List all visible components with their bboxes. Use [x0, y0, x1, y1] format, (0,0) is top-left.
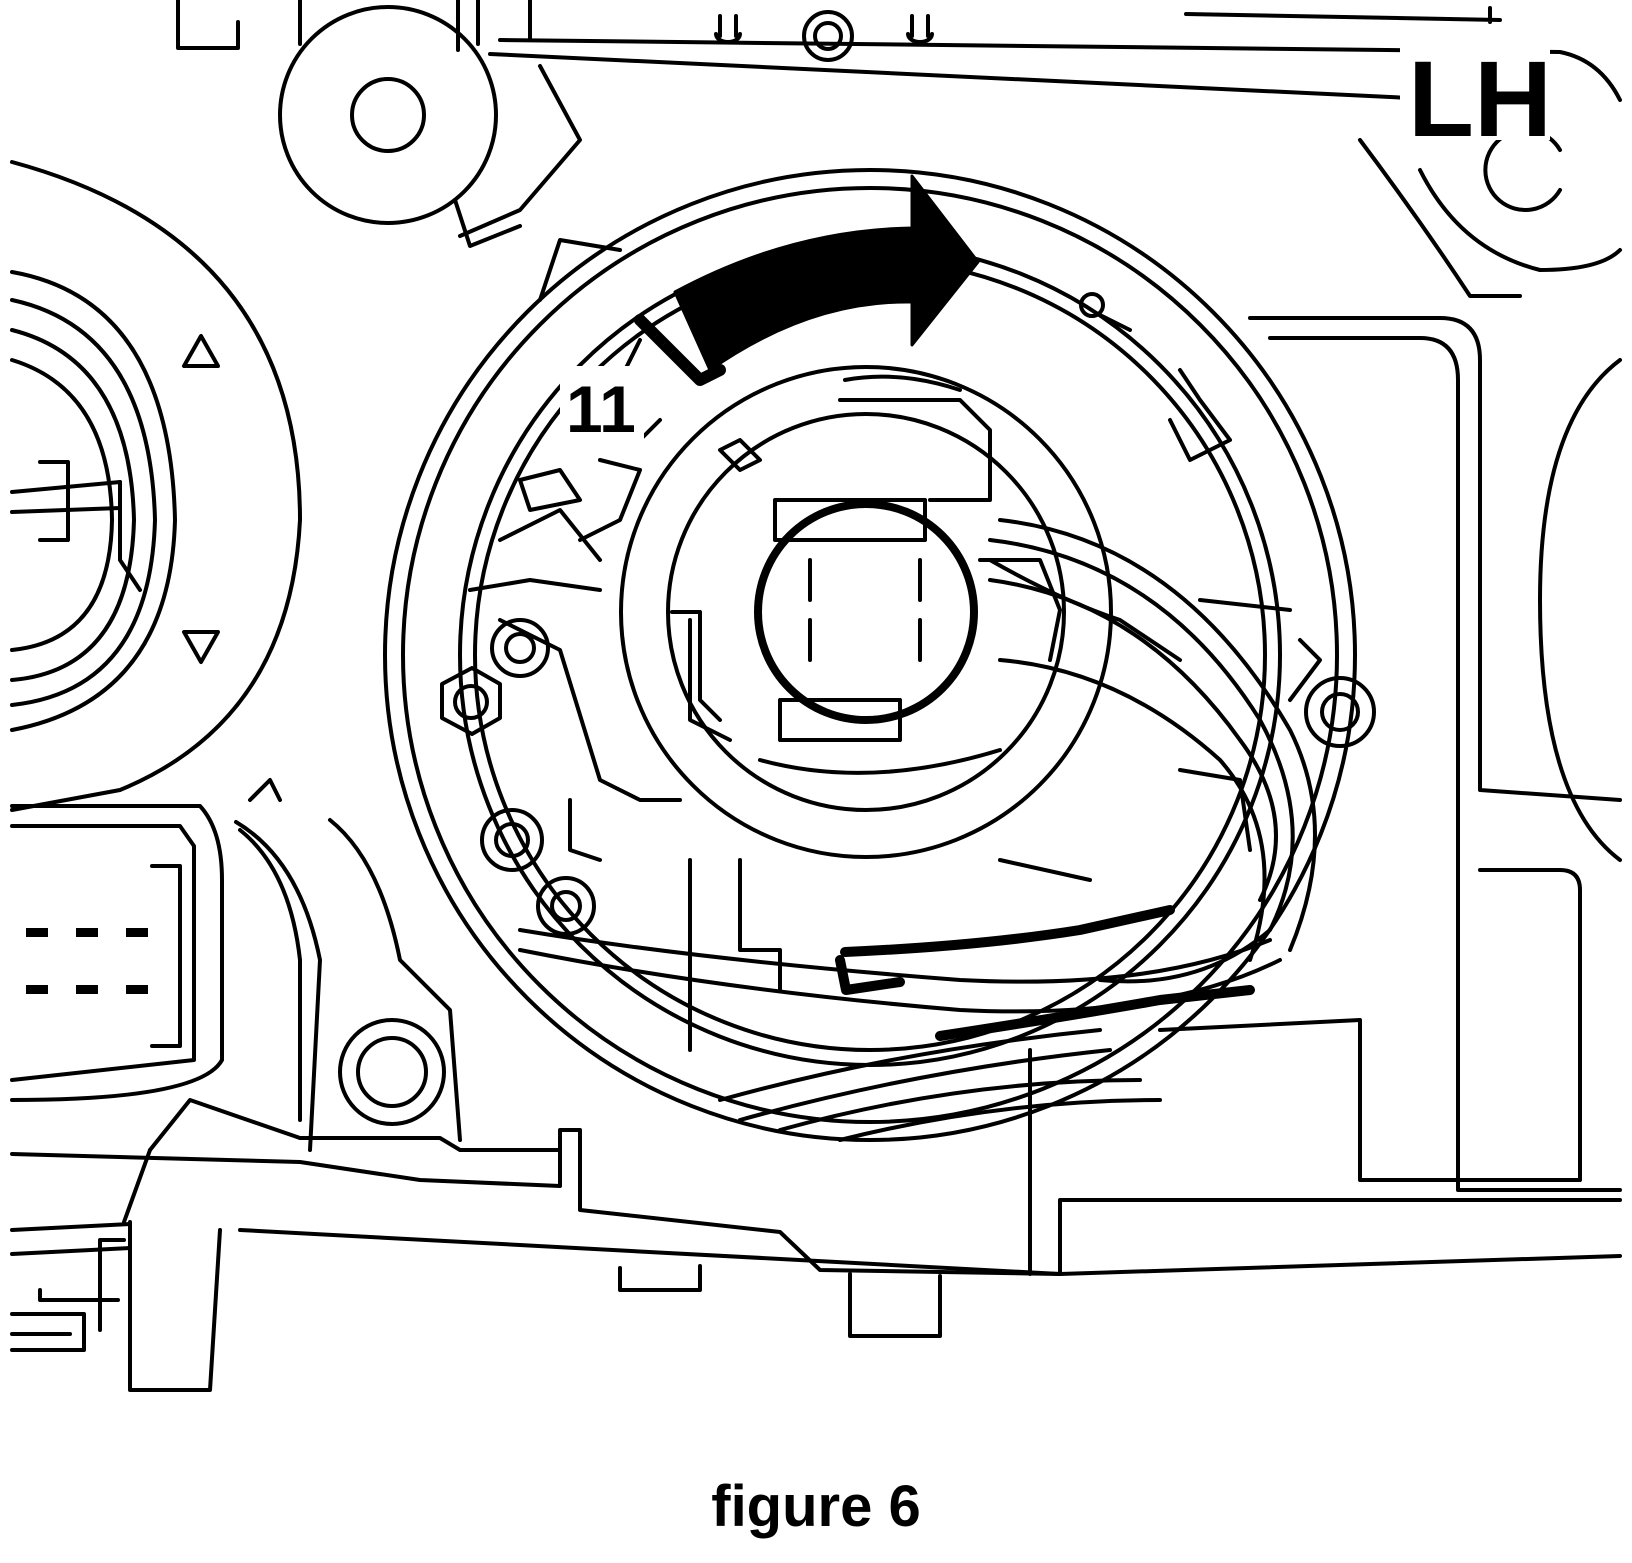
bulb-cover-ring — [383, 168, 1357, 1142]
housing-top-contour — [458, 38, 1622, 238]
wire-terminals — [835, 905, 1255, 1041]
wiring-harness — [518, 518, 1317, 1142]
side-label-background — [1400, 42, 1550, 140]
inner-frame — [468, 578, 1292, 1052]
lower-left-connector — [10, 778, 322, 1152]
top-mount-boss — [278, 5, 522, 248]
bolt-lower-left — [536, 876, 596, 936]
right-reflector-edge — [1158, 128, 1622, 1192]
bolt-upper-left — [490, 618, 550, 678]
bulb-socket — [754, 500, 978, 724]
lower-mount-boss — [328, 818, 462, 1142]
bolt-right — [1288, 638, 1376, 748]
lower-left-bracket — [10, 1098, 302, 1392]
bolt-middle-left — [480, 808, 544, 872]
bulb-holder — [619, 365, 1113, 859]
callout-number: 11 — [566, 372, 636, 446]
connector-pins — [26, 928, 148, 994]
left-reflector — [10, 160, 302, 812]
callout-background — [560, 366, 644, 442]
figure-caption: figure 6 — [711, 1474, 921, 1539]
nut-left — [440, 666, 502, 736]
housing-bottom — [10, 1048, 1622, 1338]
rotation-arrow — [673, 174, 980, 372]
top-edge-tabs — [176, 0, 1502, 62]
side-label: LH — [1408, 38, 1552, 159]
